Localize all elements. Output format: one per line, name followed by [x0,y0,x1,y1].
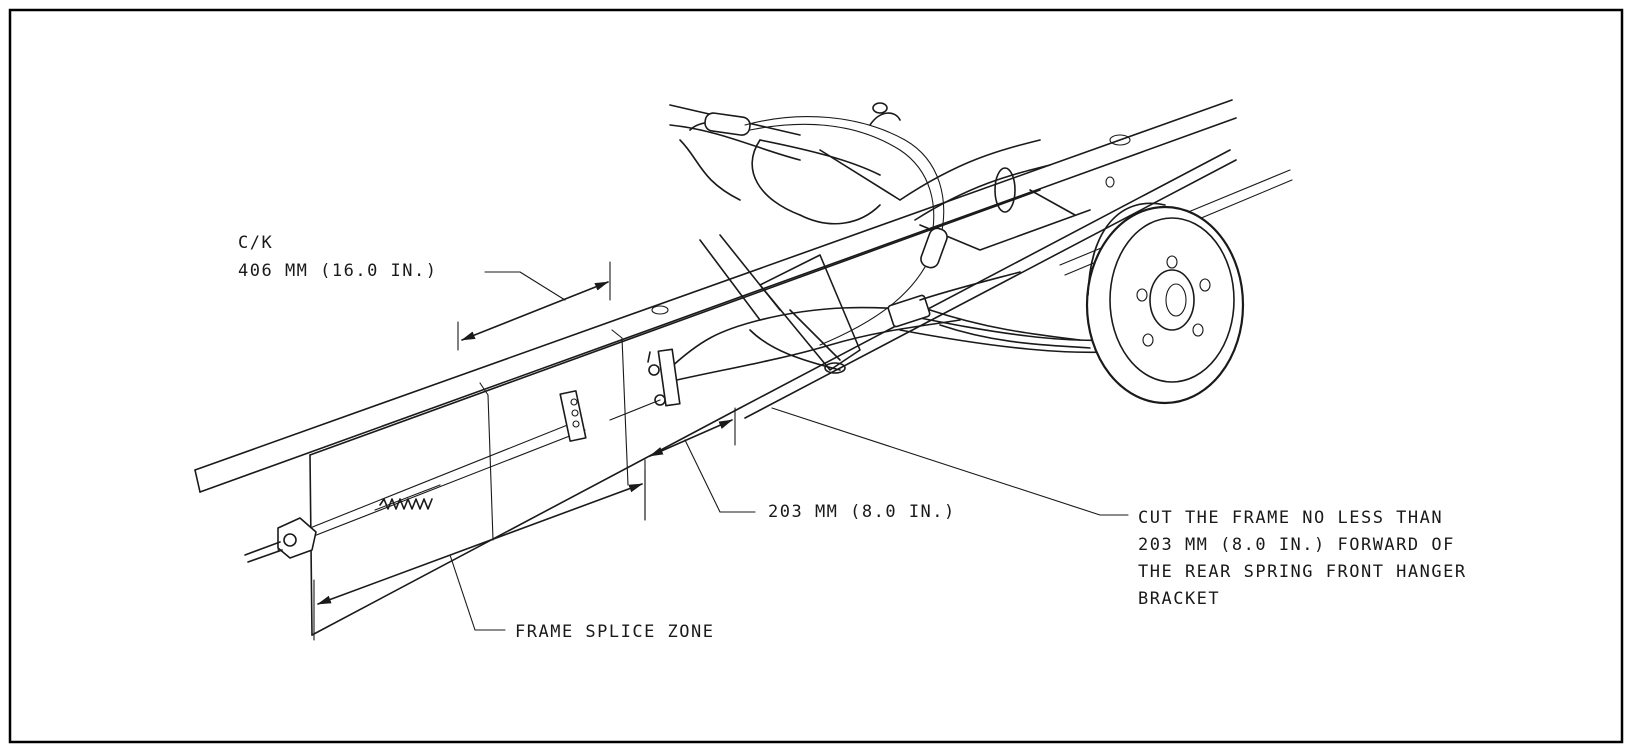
cut-note-leader [771,407,1129,516]
brake-cables [244,271,1091,563]
tank-assembly [669,102,948,374]
ck-dimension-label: 406 MM (16.0 IN.) [238,261,438,281]
frame-rail [194,99,1237,636]
cut-note-line-3: THE REAR SPRING FRONT HANGER [1138,562,1467,582]
dim-splice-zone [313,469,646,641]
offset-dimension-label: 203 MM (8.0 IN.) [768,502,956,522]
dim-203 [644,407,756,521]
ck-title: C/K [238,233,273,253]
cut-note-line-4: BRACKET [1138,589,1220,609]
brake-drum [1085,202,1245,405]
dim-406 [457,261,611,351]
splice-zone-label: FRAME SPLICE ZONE [515,622,715,642]
cut-note-line-1: CUT THE FRAME NO LESS THAN [1138,508,1443,528]
cut-note-line-2: 203 MM (8.0 IN.) FORWARD OF [1138,535,1455,555]
page-border [8,8,1624,744]
